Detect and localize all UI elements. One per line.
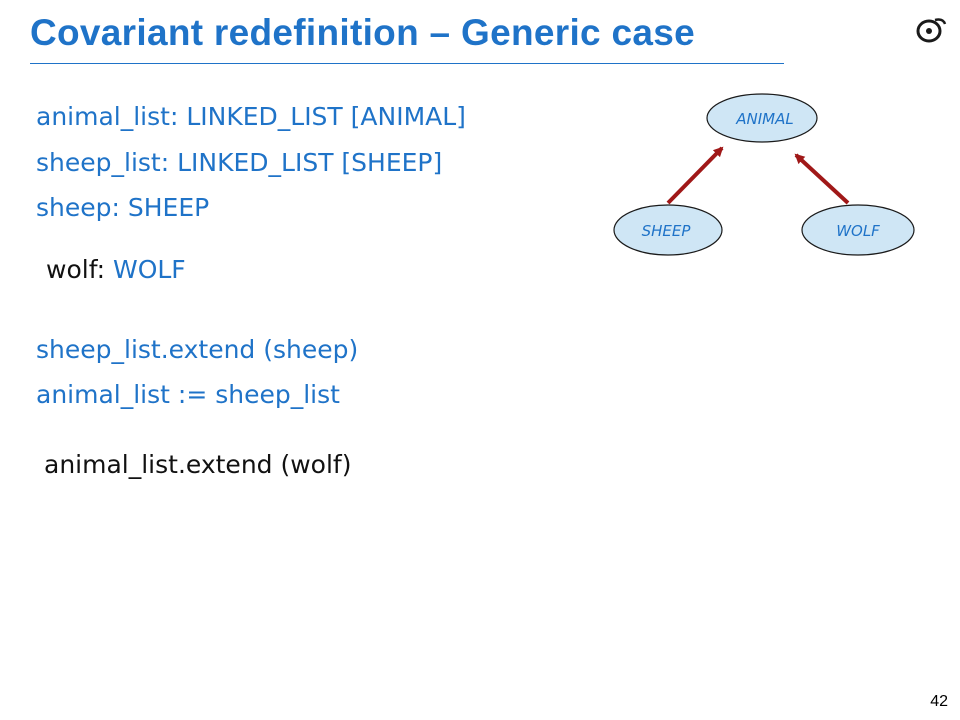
node-wolf-label: WOLF: [836, 222, 880, 240]
node-wolf: WOLF: [801, 204, 915, 256]
decl-wolf-name: wolf:: [46, 255, 106, 284]
arrow-sheep-to-animal: [666, 146, 724, 205]
decl-sheep-list: sheep_list: LINKED_LIST [SHEEP]: [36, 148, 443, 177]
stmt-extend-wolf: animal_list.extend (wolf): [44, 450, 352, 479]
node-sheep-label: SHEEP: [642, 222, 692, 240]
decl-wolf-type: WOLF: [112, 255, 186, 284]
node-animal: ANIMAL: [706, 93, 818, 143]
arrow-wolf-to-animal: [794, 153, 850, 205]
decl-sheep: sheep: SHEEP: [36, 193, 210, 222]
stmt-assign: animal_list := sheep_list: [36, 380, 340, 409]
stmt-extend-sheep: sheep_list.extend (sheep): [36, 335, 359, 364]
page-number: 42: [930, 693, 948, 710]
decl-animal-list: animal_list: LINKED_LIST [ANIMAL]: [36, 102, 466, 131]
node-sheep: SHEEP: [613, 204, 723, 256]
slide-title: Covariant redefinition – Generic case: [30, 12, 695, 53]
node-animal-label: ANIMAL: [735, 110, 793, 128]
decl-wolf: wolf: WOLF: [46, 255, 186, 285]
eiffel-logo-icon: [916, 18, 947, 43]
title-underline: [30, 63, 784, 64]
